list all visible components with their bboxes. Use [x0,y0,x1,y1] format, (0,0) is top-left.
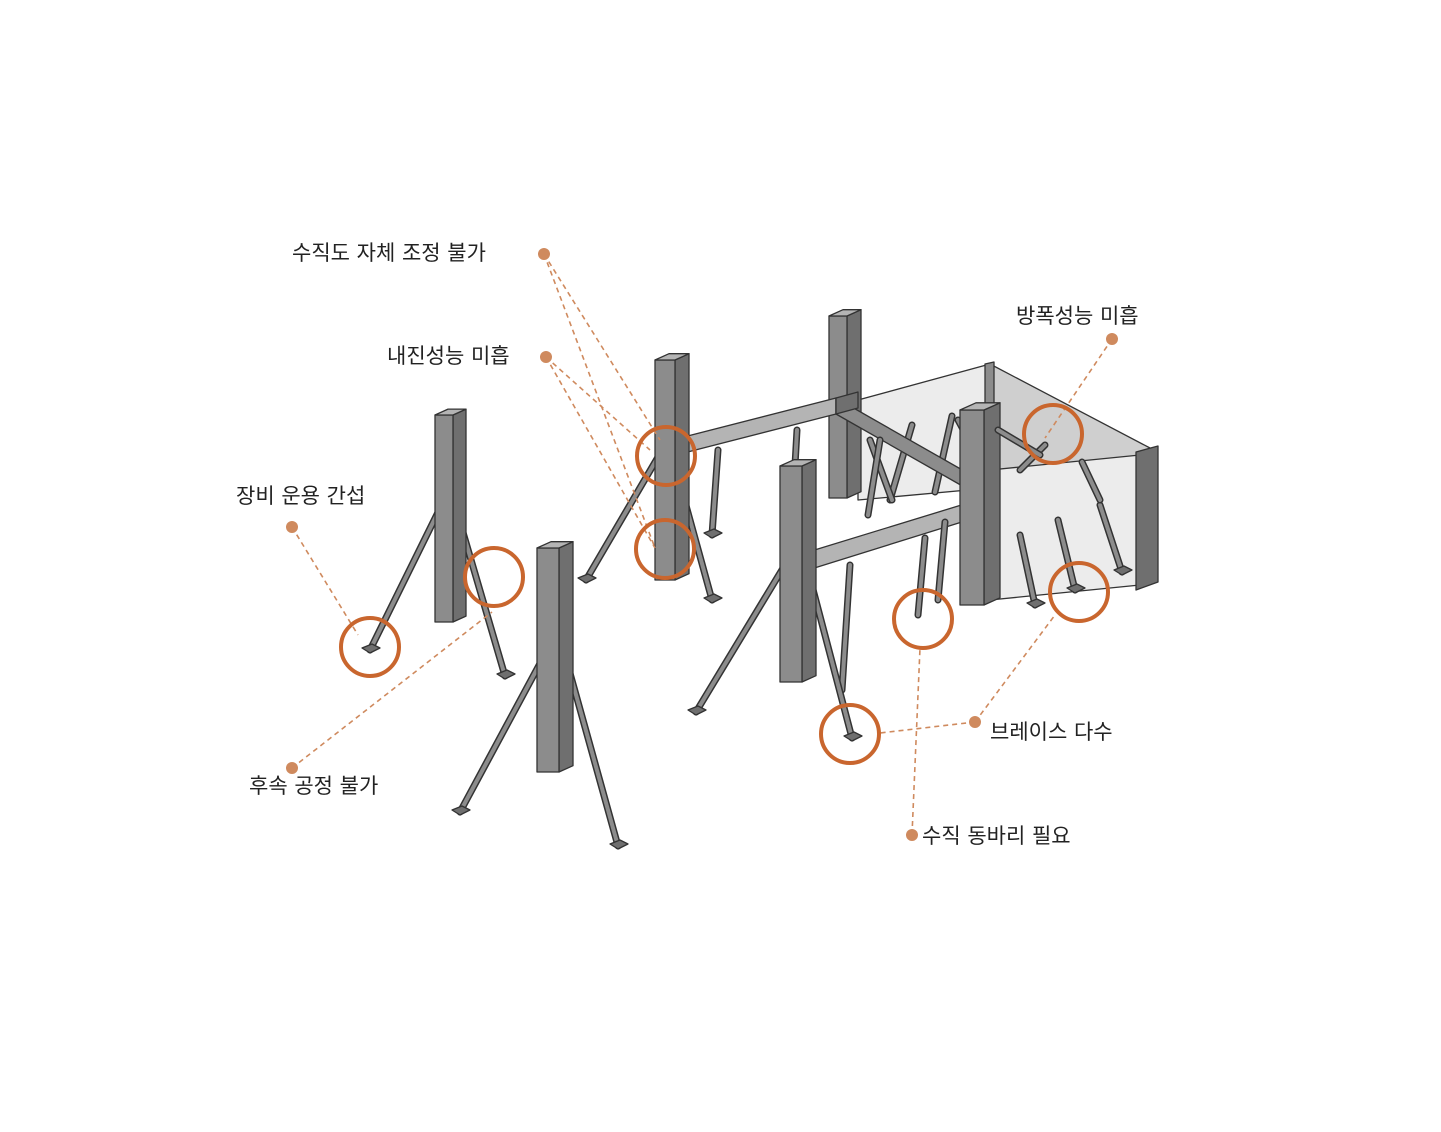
leader-braces-1 [879,721,976,734]
leader-vsa-1 [543,253,661,441]
enclosure-brace-1-core [888,423,914,502]
column-center-front-side [801,459,817,683]
foot-e6 [1066,583,1086,594]
column-front-left-front [536,547,560,773]
column-center-left-side [674,353,690,581]
circle-center-left-bottom [634,518,696,580]
enclosure-brace-5-core [1018,533,1037,607]
column-center-front-front [779,465,803,683]
shore-3-core [866,438,882,517]
enclosure-brace-6-core [1056,518,1077,592]
column-left-top [434,408,467,416]
enclosure-brace-2-core [933,414,954,494]
label-subsequent: 후속 공정 불가 [249,774,379,798]
circle-center-left-top [635,425,697,487]
column-center-front-top [779,459,817,467]
dot-braces [969,716,981,728]
circle-enclosure-brace [1048,561,1110,623]
circle-left-brace [463,546,525,608]
column-front-left-side [558,541,574,773]
dot-subsequent [286,762,298,774]
leader-blast [1044,338,1113,439]
enclosure-brace-7-core [1098,503,1124,574]
label-dots [286,248,1118,841]
circle-blast [1022,403,1084,465]
brace-right-top-core [996,428,1042,457]
leader-shoring [911,647,921,836]
dot-equipment [286,521,298,533]
dot-vertical-shoring [906,829,918,841]
dot-seismic [540,351,552,363]
leader-subsequent [291,611,493,769]
foot-l1 [361,643,381,654]
enclosure-brace-8-core [1018,443,1047,472]
column-front-left-top [536,541,574,549]
leader-lines [291,253,1113,836]
panel-post-right [1135,445,1159,591]
foot-s1 [703,528,723,539]
beam-joint [835,391,859,415]
label-vertical-shoring: 수직 동바리 필요 [922,824,1071,848]
foot-cl1 [577,573,597,584]
brace-cl-1-core [584,438,670,582]
shore-1-core [710,448,720,537]
column-back-center-top [828,309,862,317]
leader-vsa-2 [543,253,656,549]
column-right-front-front [959,409,985,606]
foot-fl2 [609,839,629,850]
column-right-front-top [959,402,1001,411]
leader-equipment [291,526,359,636]
shore-5-core [916,536,927,617]
column-left-front [434,414,454,623]
foot-cl2 [703,593,723,604]
leader-braces-2 [974,614,1056,723]
shore-4-core [840,563,852,692]
circle-front-foot [819,703,881,765]
label-equipment: 장비 운용 간섭 [236,484,366,508]
circle-left-foot [339,616,401,678]
enclosure-brace-4-core [868,438,894,502]
column-left-side [452,408,467,623]
foot-l2 [496,669,516,680]
dot-blast [1106,333,1118,345]
foot-cf1 [687,705,707,716]
column-center-left-front [654,359,676,581]
foot-e7 [1113,565,1133,576]
label-vertical-self-adjust: 수직도 자체 조정 불가 [292,241,486,265]
leader-seis-2 [545,356,656,549]
front-panel [989,454,1141,601]
enclosure-brace-9-core [1080,460,1102,502]
shore-6-core [936,520,947,602]
foot-e5 [1026,598,1046,609]
foot-cf2 [843,731,863,742]
foot-fl1 [451,805,471,816]
highlight-circles [339,403,1110,765]
circle-shore [892,588,954,650]
column-center-left-top [654,353,690,361]
label-braces: 브레이스 다수 [990,720,1113,744]
label-blast: 방폭성능 미흡 [1016,304,1139,328]
beam-upper-left [671,397,837,457]
steel-structure-illustration [361,309,1159,850]
dot-vertical-self-adjust [538,248,550,260]
leader-seis-1 [545,356,651,451]
label-seismic: 내진성능 미흡 [387,344,510,368]
